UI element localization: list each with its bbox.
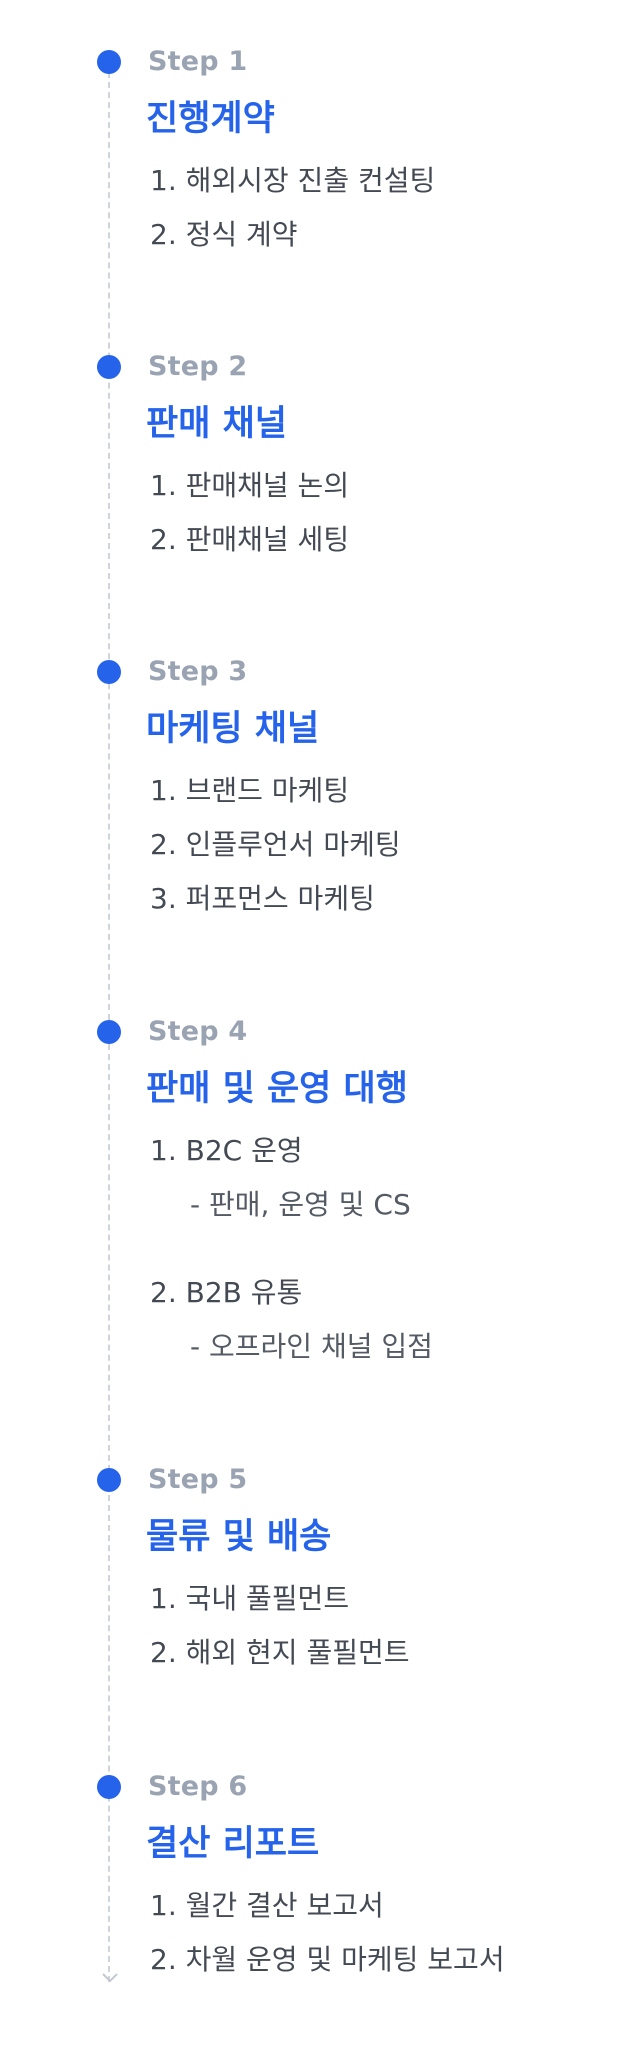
list-item: 2. 해외 현지 풀필먼트 <box>150 1636 410 1669</box>
step-5-title: 물류 및 배송 <box>146 1517 332 1557</box>
chevron-down-icon <box>102 1973 118 1983</box>
list-item: 1. 월간 결산 보고서 <box>150 1889 384 1922</box>
step-1-items: 1. 해외시장 진출 컨설팅 2. 정식 계약 <box>150 154 435 262</box>
step-3-label: Step 3 <box>148 656 248 687</box>
step-6-items: 1. 월간 결산 보고서 2. 차월 운영 및 마케팅 보고서 <box>150 1879 505 1987</box>
step-3-dot <box>97 660 121 684</box>
step-4-title: 판매 및 운영 대행 <box>146 1069 408 1109</box>
step-5-dot <box>97 1468 121 1492</box>
list-subitem: - 판매, 운영 및 CS <box>190 1188 411 1221</box>
step-3-title: 마케팅 채널 <box>146 709 320 749</box>
step-4-dot <box>97 1020 121 1044</box>
step-5-items: 1. 국내 풀필먼트 2. 해외 현지 풀필먼트 <box>150 1572 410 1680</box>
step-1-dot <box>97 50 121 74</box>
list-subitem: - 오프라인 채널 입점 <box>190 1330 433 1363</box>
step-4-label: Step 4 <box>148 1016 248 1047</box>
step-2-title: 판매 채널 <box>146 404 287 444</box>
step-3-items: 1. 브랜드 마케팅 2. 인플루언서 마케팅 3. 퍼포먼스 마케팅 <box>150 764 401 926</box>
step-2-dot <box>97 355 121 379</box>
step-2-items: 1. 판매채널 논의 2. 판매채널 세팅 <box>150 459 349 567</box>
list-item: 2. 인플루언서 마케팅 <box>150 828 401 861</box>
step-4-items: 1. B2C 운영 - 판매, 운영 및 CS 2. B2B 유통 - 오프라인… <box>150 1124 433 1374</box>
list-item: 2. 차월 운영 및 마케팅 보고서 <box>150 1943 505 1976</box>
list-item: 2. 판매채널 세팅 <box>150 523 350 556</box>
list-item: 1. 국내 풀필먼트 <box>150 1582 350 1615</box>
step-6-label: Step 6 <box>148 1771 248 1802</box>
list-item: 1. B2C 운영 <box>150 1134 303 1167</box>
list-item: 1. 해외시장 진출 컨설팅 <box>150 164 436 197</box>
list-item: 2. B2B 유통 <box>150 1276 303 1309</box>
list-item: 1. 브랜드 마케팅 <box>150 774 350 807</box>
step-6-dot <box>97 1775 121 1799</box>
step-6-title: 결산 리포트 <box>146 1824 320 1864</box>
list-item: 1. 판매채널 논의 <box>150 469 350 502</box>
step-1-label: Step 1 <box>148 46 248 77</box>
list-item: 3. 퍼포먼스 마케팅 <box>150 882 375 915</box>
step-2-label: Step 2 <box>148 351 248 382</box>
step-1-title: 진행계약 <box>146 99 275 139</box>
list-item: 2. 정식 계약 <box>150 218 298 251</box>
list-gap <box>150 1232 433 1266</box>
step-5-label: Step 5 <box>148 1464 248 1495</box>
